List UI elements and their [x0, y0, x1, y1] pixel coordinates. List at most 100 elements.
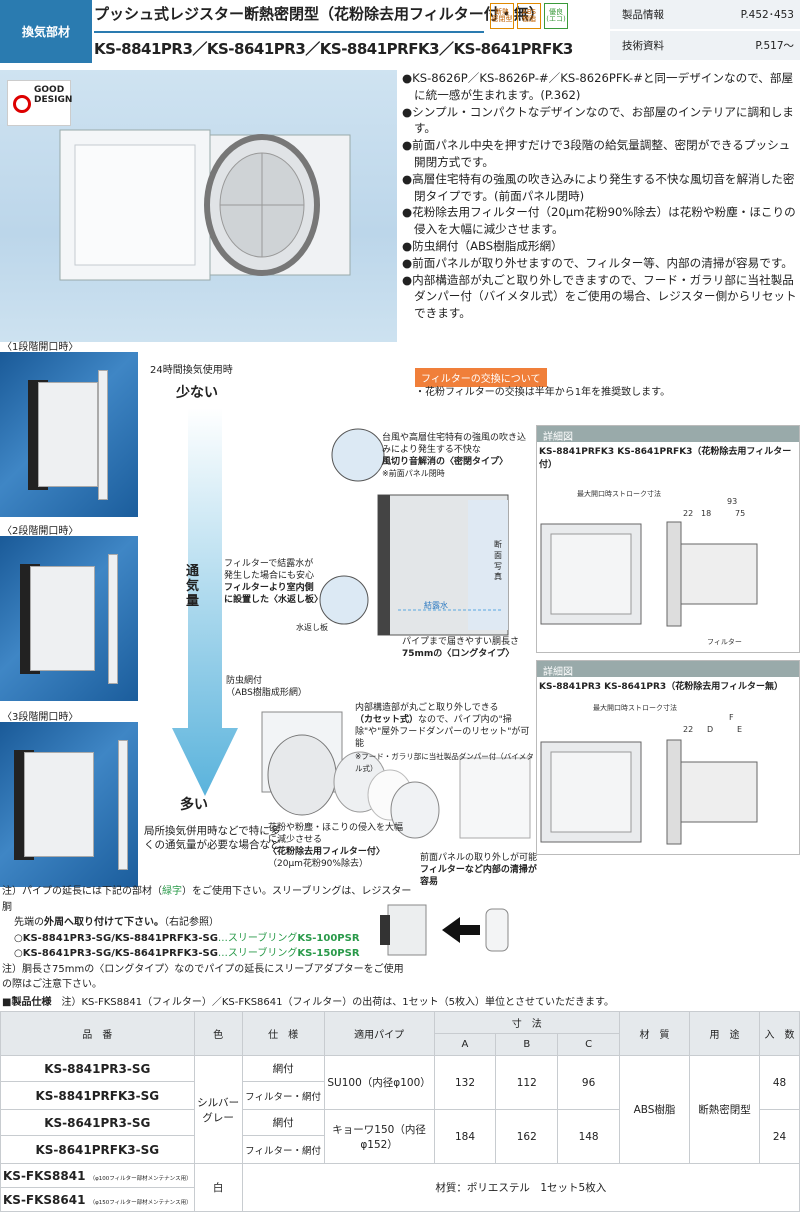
- callout-dew-bold: フィルターより室内側に設置した〈水返し板〉: [224, 583, 324, 606]
- cell-spec: フィルター・網付: [241, 1081, 325, 1110]
- note-text: ）をご使用下さい。スリーブリングは、レジスター胴: [2, 886, 412, 913]
- note-text: 注）パイプの延長には下記の部材（: [2, 886, 162, 897]
- callout-wind: 台風や高層住宅特有の強風の吹き込みにより発生する不快な 風切り音解消の〈密閉タイ…: [382, 432, 527, 481]
- callout-panel: 前面パネルの取り外しが可能 フィルターなど内部の清掃が容易: [420, 852, 540, 888]
- cell-filter-desc: 材質：ポリエステル 1セット5枚入: [241, 1163, 800, 1212]
- notes-block: 注）パイプの延長には下記の部材（緑字）をご使用下さい。スリーブリングは、レジスタ…: [2, 884, 412, 993]
- detail-title: 詳細図: [537, 661, 799, 678]
- page-title: プッシュ式レジスター断熱密閉型（花粉除去用フィルター付・無）: [94, 5, 544, 23]
- sleeve-ring: [485, 908, 509, 952]
- note-green: 緑字: [162, 886, 182, 897]
- cell-pipe: SU100（内径φ100）: [323, 1055, 435, 1110]
- col-header: 色: [193, 1011, 243, 1056]
- detail-drawing-1: 詳細図 KS-8841PRFK3 KS-8641PRFK3（花粉除去用フィルター…: [536, 425, 800, 653]
- feature-item: ●花粉除去用フィルター付（20μm花粉90%除去）は花粉や粉塵・ほこりの侵入を大…: [402, 205, 796, 237]
- col-header: 材 質: [619, 1011, 690, 1056]
- good-design-text: GOOD DESIGN: [34, 85, 73, 106]
- note-line: 先端の外周へ取り付けて下さい。（右記参照）: [2, 915, 412, 931]
- filter-exchange-note: ・花粉フィルターの交換は半年から1年を推奨致します。: [415, 387, 671, 398]
- badge-eco: 優良 (エコ): [544, 3, 568, 29]
- detail-side-panel: [666, 521, 682, 627]
- sleeve-flange: [380, 915, 390, 945]
- stage-photo-1: [0, 352, 138, 517]
- cell-qty: 48: [759, 1055, 800, 1110]
- info-label: 製品情報: [622, 9, 664, 21]
- exploded-sleeve: [267, 734, 337, 816]
- feature-item: ●シンプル・コンパクトなデザインなので、お部屋のインテリアに調和します。: [402, 104, 794, 136]
- detail-front-inner: [550, 533, 632, 615]
- feature-list: ●KS-8626P／KS-8626P-#／KS-8626PFK-#と同一デザイン…: [402, 70, 797, 322]
- callout-pollen-text: 花粉や粉塵・ほこりの侵入を大幅に減少させる: [268, 823, 404, 846]
- sleeve-illustration: [380, 904, 509, 956]
- detail-dim: D: [707, 725, 713, 734]
- col-header: 品 番: [0, 1011, 195, 1056]
- arrow-left-icon: [442, 917, 480, 943]
- feature-item: ●KS-8626P／KS-8626P-#／KS-8626PFK-#と同一デザイン…: [402, 71, 794, 102]
- note-model: ○KS-8841PR3-SG/KS-8841PRFK3-SG: [14, 932, 218, 944]
- stage-label-3: 〈3段階開口時〉: [2, 712, 79, 723]
- good-design-logo: GOOD DESIGN: [7, 80, 73, 126]
- good-design-mark-icon: [13, 95, 31, 113]
- detail-dim: 18: [701, 509, 711, 518]
- col-header: A: [433, 1033, 497, 1056]
- category-tag: 換気部材: [0, 0, 92, 63]
- col-header: 仕 様: [241, 1011, 325, 1056]
- cell-spec: 網付: [241, 1109, 325, 1136]
- section-panel: [378, 495, 390, 635]
- stage-panel: [108, 554, 118, 684]
- detail-circle-top: [331, 428, 385, 482]
- callout-wind-small: ※前面パネル閉時: [382, 469, 445, 479]
- feature-item: ●前面パネル中央を押すだけで3段階の給気量調整、密閉ができるプッシュ開閉方式です…: [402, 138, 791, 169]
- section-filter: [468, 500, 508, 630]
- cell-pipe: キョーワ150（内径φ152）: [323, 1109, 435, 1164]
- detail-stroke-label: 最大開口時ストローク寸法: [577, 489, 661, 498]
- product-illustration: [59, 129, 351, 281]
- callout-pipe-text: パイプまで届きやすい胴長さ: [402, 637, 520, 647]
- detail-models: KS-8841PRFK3 KS-8641PRFK3（花粉除去用フィルター付）: [539, 447, 792, 470]
- callout-cassette-text2: なので、パイプ内の"掃除"や"屋外フードダンパーのリセット"が可能: [355, 715, 530, 750]
- callout-net: 防虫網付 （ABS樹脂成形網）: [226, 676, 307, 699]
- callout-cassette-text: 内部構造部が丸ごと取り外しできる: [355, 703, 499, 713]
- detail-dim: 75: [735, 509, 745, 518]
- feature-item: ●前面パネルが取り外せますので、フィルター等、内部の清掃が容易です。: [402, 255, 793, 270]
- detail-svg-1: 最大開口時ストローク寸法 93 22 18 75 フィルター: [540, 489, 758, 646]
- arrow-shape: [172, 408, 238, 796]
- filter-sub: （φ100フィルター部材メンテナンス用）: [89, 1175, 192, 1182]
- note-line: 注）パイプの延長には下記の部材（緑字）をご使用下さい。スリーブリングは、レジスタ…: [2, 884, 412, 915]
- cell-dim: 112: [495, 1055, 559, 1110]
- info-label: 技術資料: [622, 40, 664, 52]
- callout-panel-bold: フィルターなど内部の清掃が容易: [420, 865, 537, 888]
- detail-dim: F: [729, 713, 734, 722]
- cell-model: KS-8841PR3-SG: [0, 1055, 195, 1082]
- detail-dim: E: [737, 725, 742, 734]
- cell-color: 白: [193, 1163, 243, 1212]
- cell-model: KS-FKS8841 （φ100フィルター部材メンテナンス用）: [0, 1163, 195, 1188]
- detail-stroke-label: 最大開口時ストローク寸法: [593, 703, 677, 712]
- exploded-panel: [459, 757, 531, 839]
- exploded-view: [261, 711, 531, 839]
- note-green-bold: KS-150PSR: [297, 948, 360, 959]
- note-line: 注）胴長さ75mmの〈ロングタイプ〉なのでパイプの延長にスリーブアダプターをご使…: [2, 963, 404, 991]
- cell-dim: 184: [433, 1109, 497, 1164]
- note-bold: 外周へ取り付けて下さい。: [44, 917, 164, 928]
- spec-table: 品 番 色 仕 様 適用パイプ 寸 法 材 質 用 途 入 数 A B C KS…: [0, 1011, 800, 1212]
- callout-panel-text: 前面パネルの取り外しが可能: [420, 853, 538, 863]
- front-panel-inner: [74, 144, 196, 266]
- cell-qty: 24: [759, 1109, 800, 1164]
- title-divider: [94, 31, 484, 33]
- filter-sub: （φ150フィルター部材メンテナンス用）: [89, 1199, 192, 1206]
- callout-pollen: 花粉や粉塵・ほこりの侵入を大幅に減少させる 〈花粉除去用フィルター付〉 （20μ…: [268, 822, 403, 871]
- callout-dew-label: 水返し板: [296, 623, 328, 632]
- feature-item: ●防虫網付（ABS樹脂成形網）: [402, 238, 563, 253]
- detail-title: 詳細図: [537, 426, 799, 443]
- stage-label-1: 〈1段階開口時〉: [2, 342, 79, 353]
- feature-item: ●内部構造部が丸ごと取り外しできますので、フード・ガラリ部に当社製品ダンパー付（…: [402, 272, 797, 321]
- flow-arrow-icon: [172, 408, 238, 796]
- note-model: ○KS-8641PR3-SG/KS-8641PRFK3-SG: [14, 948, 218, 959]
- flow-bottom-note: 局所換気併用時などで特に多くの通気量が必要な場合など: [144, 825, 281, 852]
- flow-top-note: 24時間換気使用時: [150, 365, 233, 376]
- detail-side-panel: [666, 739, 682, 845]
